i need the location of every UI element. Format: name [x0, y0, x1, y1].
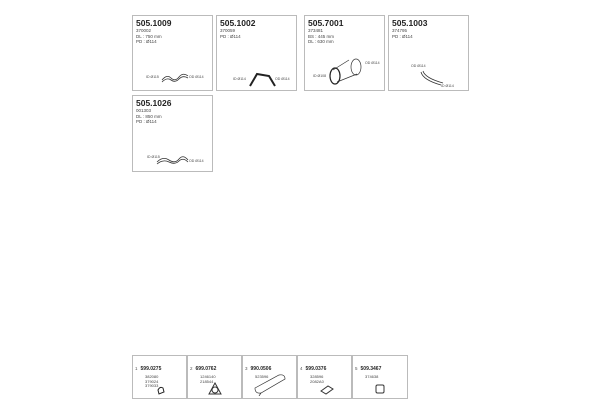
diameter: PD : Ø114 [392, 33, 413, 39]
ref: 370002 [136, 28, 152, 33]
outlet-label: OD Ø114 [275, 77, 290, 81]
heat-shield-icon [254, 374, 286, 396]
ref: 523596 [255, 374, 269, 379]
ref: 374638 [365, 374, 379, 379]
part-number: 505.1002 [220, 18, 256, 28]
inlet-label: ID Ø115 [146, 75, 159, 79]
clamp-icon [157, 386, 165, 395]
length: DL : 630 mm [308, 39, 334, 44]
diameter: PD : Ø114 [220, 33, 241, 39]
ref: 373481 [308, 28, 324, 33]
ref: 379024 [145, 378, 159, 384]
length: DL : 850 mm [136, 113, 162, 119]
inlet-label: ID Ø115 [147, 155, 160, 159]
gasket-icon [208, 382, 222, 395]
pipe-drawing-icon [161, 73, 189, 83]
outlet-label: OD Ø114 [411, 64, 426, 68]
clamp-icon [320, 385, 334, 395]
ref: 2082A0 [310, 378, 324, 384]
part-number: 505.1009 [136, 18, 172, 28]
ref: 328596 [310, 374, 324, 379]
part-number: 505.1003 [392, 18, 428, 28]
part-number: 990.0506 [250, 366, 272, 372]
index: 1 [135, 366, 138, 371]
diameter: PD : Ø114 [136, 39, 157, 44]
part-number: 509.3467 [360, 366, 382, 372]
diameter: PD : Ø114 [136, 119, 157, 124]
ref: 370059 [220, 28, 236, 33]
flange-icon [375, 384, 385, 394]
ref: 218544 [200, 378, 214, 384]
part-number: 599.0376 [305, 366, 327, 372]
kit-card-505-1009[interactable]: 505.1009 370002 DL : 750 mm PD : Ø114 ID… [132, 15, 213, 91]
index: 4 [300, 366, 303, 371]
part-number: 599.0275 [140, 366, 162, 372]
index: 5 [355, 366, 358, 371]
pipe-drawing-icon [156, 156, 189, 165]
body-size: BS : 445 mm [308, 33, 335, 39]
inlet-label: ID Ø114 [441, 84, 454, 88]
kit-card-505-1002[interactable]: 505.1002 370059 PD : Ø114 ID Ø114 OD Ø11… [216, 15, 297, 91]
ref: 379033 [145, 383, 159, 388]
ref: 001303 [136, 108, 152, 113]
silencer-drawing-icon [329, 58, 362, 85]
part-number: 505.7001 [308, 18, 344, 28]
outlet-label: OD Ø114 [189, 75, 204, 79]
index: 2 [190, 366, 193, 371]
kit-card-505-1003[interactable]: 505.1003 374795 PD : Ø114 OD Ø114 ID Ø11… [388, 15, 469, 91]
kit-card-505-7001[interactable]: 505.7001 373481 BS : 445 mm DL : 630 mm … [304, 15, 385, 91]
pipe-drawing-icon [420, 70, 444, 86]
pipe-drawing-icon [249, 72, 276, 87]
length: DL : 750 mm [136, 33, 162, 39]
inlet-label: ID Ø108 [313, 74, 327, 78]
part-number: 699.0762 [195, 366, 217, 372]
part-number: 505.1026 [136, 98, 172, 108]
outlet-label: OD Ø114 [189, 159, 204, 163]
index: 3 [245, 366, 248, 371]
ref: 374795 [392, 28, 408, 33]
kit-card-505-1026[interactable]: 505.1026 001303 DL : 850 mm PD : Ø114 ID… [132, 95, 213, 172]
inlet-label: ID Ø114 [233, 77, 246, 81]
ref: 382080 [145, 374, 159, 379]
outlet-label: OD Ø114 [365, 61, 380, 65]
ref: 1246140 [200, 374, 216, 379]
